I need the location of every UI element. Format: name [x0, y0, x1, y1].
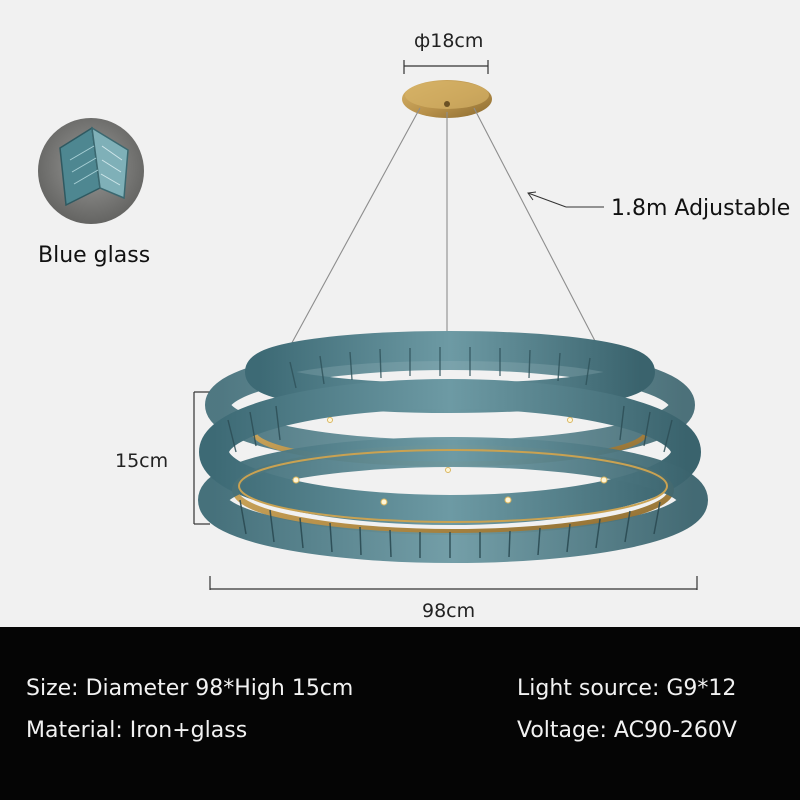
spec-band: Size: Diameter 98*High 15cm Material: Ir… [0, 627, 800, 800]
spec-light-source: Light source: G9*12 [517, 676, 737, 701]
canopy-dimension-line [403, 60, 489, 74]
spec-voltage: Voltage: AC90-260V [517, 718, 737, 743]
cable-callout-arrow-icon [527, 191, 604, 208]
chandelier-drawing [38, 60, 708, 590]
height-label: 15cm [115, 450, 169, 472]
blue-glass-swatch-icon [38, 118, 144, 224]
cable-length-label: 1.8m Adjustable [611, 196, 791, 221]
canopy-diameter-label: ф18cm [414, 30, 484, 52]
chandelier-ring [198, 331, 708, 563]
spec-size: Size: Diameter 98*High 15cm [26, 676, 354, 701]
product-illustration: ф18cm 1.8m Adjustable Blue glass 15cm 98… [38, 30, 791, 622]
swatch-label: Blue glass [38, 243, 151, 268]
diameter-dimension-line [209, 576, 698, 590]
spec-material: Material: Iron+glass [26, 718, 248, 743]
canopy [402, 80, 492, 118]
suspension-cables [275, 107, 609, 373]
diameter-label: 98cm [422, 600, 476, 622]
height-dimension-line [193, 391, 210, 525]
